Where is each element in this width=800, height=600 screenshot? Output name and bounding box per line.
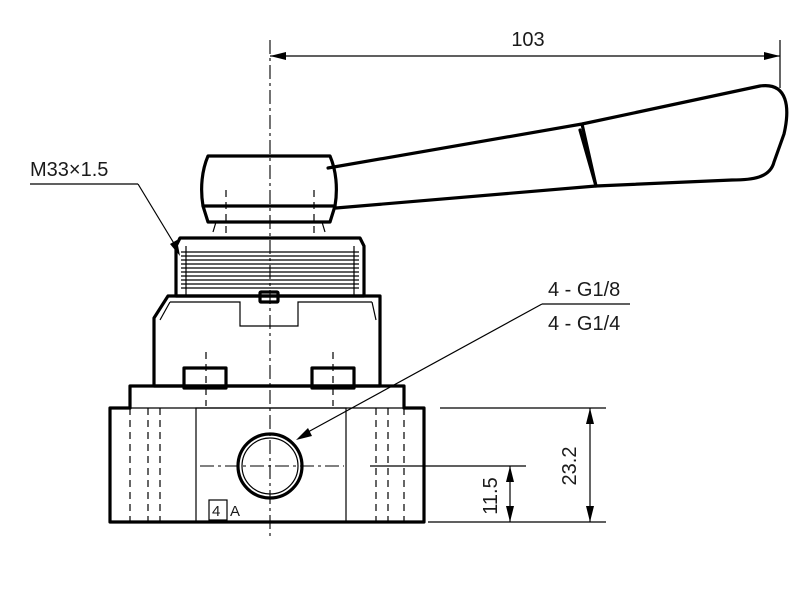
port-height-value: 23.2 (559, 447, 581, 486)
dimension-port-center: 11.5 (370, 465, 526, 522)
port-opening (200, 432, 344, 500)
dimension-port-height: 23.2 (428, 407, 606, 523)
overall-width-value: 103 (511, 29, 544, 51)
port-letter-label: A (230, 503, 240, 520)
port-thread-callout-1: 4 - G1/8 (548, 279, 620, 301)
thread-callout-label: M33×1.5 (30, 159, 108, 181)
base-block (108, 384, 426, 524)
port-number-label: 4 (212, 503, 220, 520)
port-center-value: 11.5 (480, 477, 502, 514)
port-thread-callout-2: 4 - G1/4 (548, 313, 620, 335)
dimension-overall-width: 103 (270, 29, 781, 88)
knob-cap (200, 154, 338, 239)
port-thread-callout: 4 - G1/8 4 - G1/4 (296, 279, 630, 440)
thread-callout: M33×1.5 (30, 159, 180, 256)
port-marking: 4 A (208, 499, 240, 521)
middle-body (152, 294, 382, 406)
lever-handle (326, 84, 789, 210)
